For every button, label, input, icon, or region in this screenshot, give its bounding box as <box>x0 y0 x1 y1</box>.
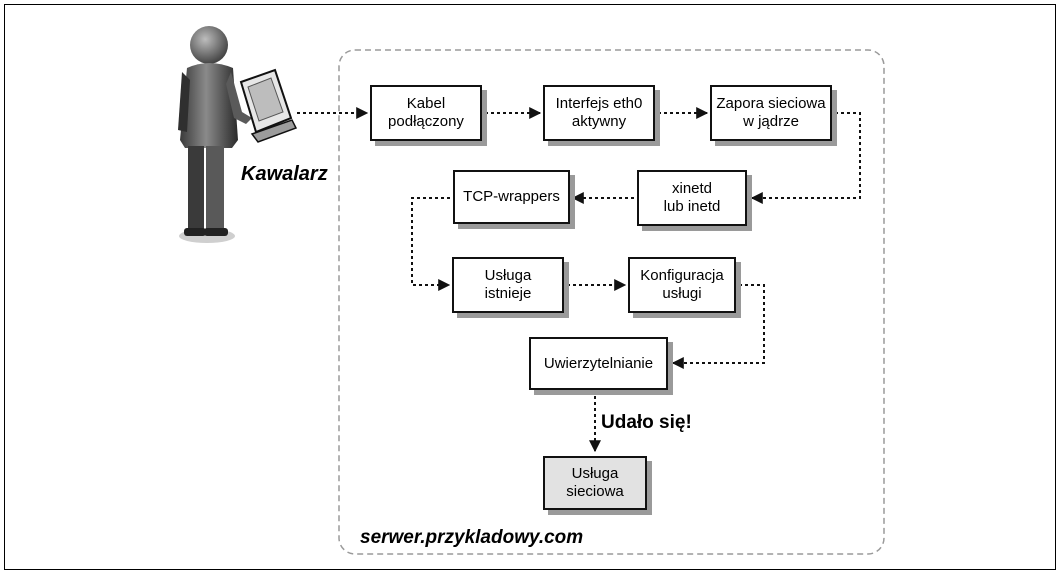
laptop-icon <box>239 68 298 143</box>
actor-label: Kawalarz <box>241 163 328 185</box>
edge-config-auth <box>671 284 765 369</box>
server-container <box>338 49 885 555</box>
person-icon <box>178 26 252 243</box>
node-authentication: Uwierzytelnianie <box>529 337 668 390</box>
node-service-configuration: Konfiguracja usługi <box>628 257 736 313</box>
node-tcp-wrappers: TCP-wrappers <box>453 170 570 224</box>
server-label: serwer.przykladowy.com <box>360 527 584 548</box>
node-cable-connected: Kabel podłączony <box>370 85 482 141</box>
node-xinetd: xinetd lub inetd <box>637 170 747 226</box>
success-label: Udało się! <box>601 412 692 433</box>
node-eth0-active: Interfejs eth0 aktywny <box>543 85 655 141</box>
node-kernel-firewall: Zapora sieciowa w jądrze <box>710 85 832 141</box>
node-network-service: Usługa sieciowa <box>543 456 647 510</box>
edge-tcpwrappers-service-exists <box>411 197 451 291</box>
figure-frame <box>4 4 1056 570</box>
node-service-exists: Usługa istnieje <box>452 257 564 313</box>
edge-firewall-xinetd <box>750 112 861 204</box>
